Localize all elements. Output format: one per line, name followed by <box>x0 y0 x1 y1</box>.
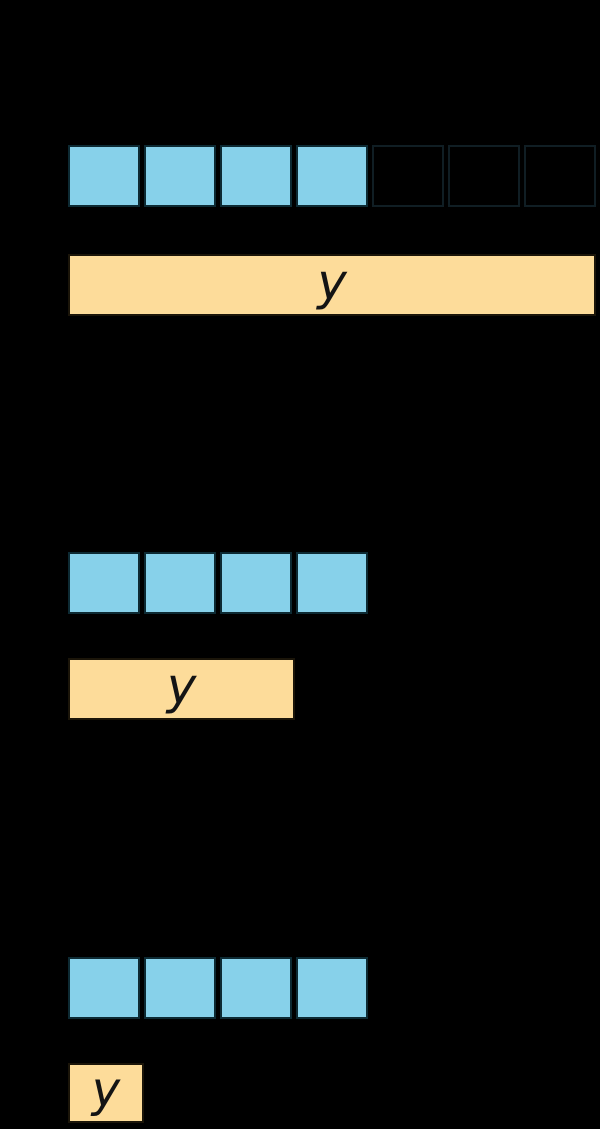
y-bar-3-label: y <box>91 1062 121 1118</box>
unit-cell-filled <box>68 552 140 614</box>
unit-row-2 <box>68 552 368 614</box>
unit-row-1 <box>68 145 596 207</box>
y-bar-1-label: y <box>317 253 347 311</box>
y-bar-2: y <box>68 658 295 720</box>
unit-cell-empty <box>448 145 520 207</box>
unit-cell-filled <box>296 552 368 614</box>
unit-cell-empty <box>372 145 444 207</box>
unit-cell-filled <box>68 145 140 207</box>
y-bar-3: y <box>68 1063 144 1123</box>
y-bar-2-label: y <box>166 657 197 715</box>
unit-cell-filled <box>220 145 292 207</box>
unit-cell-filled <box>68 957 140 1019</box>
y-bar-1: y <box>68 254 596 316</box>
unit-cell-filled <box>220 552 292 614</box>
unit-cell-filled <box>296 145 368 207</box>
unit-cell-empty <box>524 145 596 207</box>
unit-cell-filled <box>144 552 216 614</box>
unit-cell-filled <box>296 957 368 1019</box>
unit-cell-filled <box>220 957 292 1019</box>
unit-row-3 <box>68 957 368 1019</box>
unit-cell-filled <box>144 957 216 1019</box>
unit-cell-filled <box>144 145 216 207</box>
